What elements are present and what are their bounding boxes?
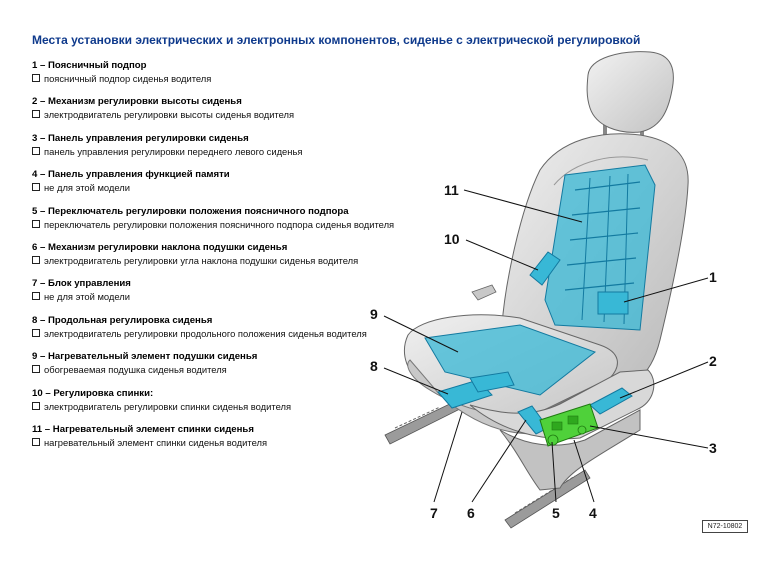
- leader-line-4: [573, 439, 595, 503]
- legend-item-7: 7 – Блок управления не для этой модели: [32, 278, 432, 314]
- legend-item-detail: поясничный подпор сиденья водителя: [44, 73, 212, 84]
- legend-item-3: 3 – Панель управления регулировки сидень…: [32, 133, 432, 169]
- callout-7: 7: [430, 505, 438, 521]
- legend-item-heading: 4 – Панель управления функцией памяти: [32, 169, 230, 181]
- headrest: [586, 51, 674, 145]
- checkbox-icon: [32, 183, 40, 192]
- callout-6: 6: [467, 505, 475, 521]
- legend-item-detail: не для этой модели: [44, 182, 130, 194]
- legend-item-detail: нагревательный элемент спинки сиденья во…: [44, 436, 268, 448]
- backrest-motor: [529, 251, 561, 286]
- callout-2: 2: [709, 353, 717, 369]
- legend-item-heading: 9 – Нагревательный элемент подушки сиден…: [32, 351, 258, 363]
- legend-item-heading: 8 – Продольная регулировка сиденья: [32, 314, 213, 326]
- checkbox-icon: [32, 74, 40, 82]
- side-lever: [471, 284, 497, 301]
- seat-side-panel: [469, 369, 655, 491]
- callout-9: 9: [370, 306, 378, 322]
- callout-3: 3: [709, 440, 717, 456]
- legend-item-detail: электродвигатель регулировки спинки сиде…: [44, 400, 292, 412]
- checkbox-icon: [32, 292, 40, 301]
- legend-item-6: 6 – Механизм регулировки наклона подушки…: [32, 242, 432, 278]
- legend-item-8: 8 – Продольная регулировка сиденья элект…: [32, 315, 432, 351]
- leader-line-7: [433, 411, 463, 503]
- legend-item-heading: 1 – Поясничный подпор: [32, 60, 147, 71]
- leader-line-1: [623, 277, 709, 303]
- legend: 1 – Поясничный подпор поясничный подпор …: [32, 60, 432, 460]
- checkbox-icon: [32, 401, 40, 410]
- legend-item-detail: панель управления регулировки переднего …: [44, 145, 303, 157]
- checkbox-icon: [32, 365, 40, 374]
- legend-item-1: 1 – Поясничный подпор поясничный подпор …: [32, 60, 432, 96]
- leader-line-10: [465, 239, 539, 271]
- height-adjustment-motor: [589, 387, 633, 415]
- callout-1: 1: [709, 269, 717, 285]
- legend-item-detail: переключатель регулировки положения пояс…: [44, 218, 395, 230]
- leader-line-3: [589, 425, 709, 449]
- legend-item-heading: 2 – Механизм регулировки высоты сиденья: [32, 96, 242, 108]
- legend-item-2: 2 – Механизм регулировки высоты сиденья …: [32, 96, 432, 132]
- diagram-title: Места установки электрических и электрон…: [32, 33, 641, 47]
- callout-8: 8: [370, 358, 378, 374]
- lumbar-support: [597, 291, 629, 315]
- checkbox-icon: [32, 255, 40, 264]
- leader-line-5: [551, 441, 557, 503]
- legend-item-4: 4 – Панель управления функцией памяти не…: [32, 169, 432, 205]
- legend-item-5: 5 – Переключатель регулировки положения …: [32, 206, 432, 242]
- cushion-heating-element: [424, 324, 597, 396]
- checkbox-icon: [32, 146, 40, 155]
- leader-line-2: [619, 361, 709, 399]
- callout-10: 10: [444, 231, 460, 247]
- checkbox-icon: [32, 328, 40, 337]
- callout-4: 4: [589, 505, 597, 521]
- legend-item-detail: электродвигатель регулировки высоты сиде…: [44, 109, 295, 121]
- legend-item-heading: 5 – Переключатель регулировки положения …: [32, 205, 349, 217]
- figure-code: N72-10802: [702, 520, 748, 533]
- callout-11: 11: [444, 182, 459, 198]
- legend-item-heading: 3 – Панель управления регулировки сидень…: [32, 132, 249, 144]
- legend-item-10: 10 – Регулировка спинки: электродвигател…: [32, 388, 432, 424]
- legend-item-11: 11 – Нагревательный элемент спинки сиден…: [32, 424, 432, 460]
- legend-item-detail: электродвигатель регулировки продольного…: [44, 327, 367, 339]
- legend-item-detail: электродвигатель регулировки угла наклон…: [44, 254, 359, 266]
- legend-item-detail: не для этой модели: [44, 291, 130, 303]
- leader-line-11: [463, 189, 583, 223]
- legend-item-9: 9 – Нагревательный элемент подушки сиден…: [32, 351, 432, 387]
- checkbox-icon: [32, 219, 40, 228]
- checkbox-icon: [32, 110, 40, 119]
- leader-line-9: [383, 315, 459, 353]
- leader-line-8: [383, 367, 449, 395]
- checkbox-icon: [32, 437, 40, 446]
- legend-item-heading: 7 – Блок управления: [32, 278, 131, 290]
- legend-item-heading: 11 – Нагревательный элемент спинки сиден…: [32, 423, 254, 435]
- legend-item-detail: обогреваемая подушка сиденья водителя: [44, 364, 227, 376]
- longitudinal-adjustment-motor: [437, 371, 515, 409]
- legend-item-heading: 10 – Регулировка спинки:: [32, 387, 154, 399]
- leader-line-6: [471, 419, 527, 503]
- callout-lines: [383, 189, 709, 503]
- callout-5: 5: [552, 505, 560, 521]
- legend-item-heading: 6 – Механизм регулировки наклона подушки…: [32, 241, 288, 253]
- backrest-heating-element: [544, 164, 656, 331]
